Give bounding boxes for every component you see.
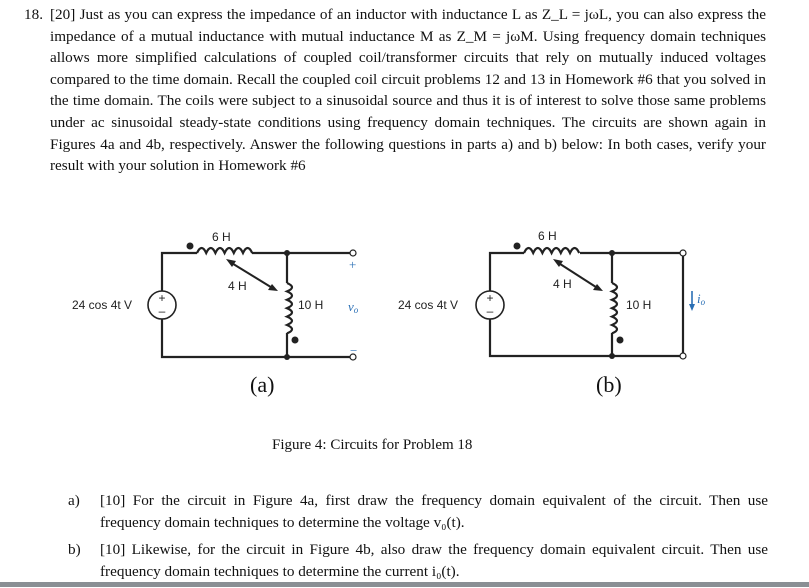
caption-b: (b) — [596, 372, 622, 397]
inductor-10h — [284, 281, 294, 335]
bottom-bar — [0, 582, 809, 587]
problem-number: 18. — [24, 6, 43, 23]
svg-text:−: − — [350, 343, 357, 358]
mutual-arrow — [556, 261, 600, 290]
voltage-source — [475, 290, 505, 320]
svg-text:+: + — [349, 257, 356, 272]
label-source: 24 cos 4t V — [72, 298, 132, 312]
mutual-arrow — [229, 261, 275, 290]
circuit-b — [475, 246, 693, 360]
label-10h: 10 H — [298, 298, 323, 312]
svg-text:4 H: 4 H — [553, 277, 572, 291]
inductor-6h — [523, 246, 581, 256]
problem-text: [20] Just as you can express the impedan… — [50, 6, 766, 175]
problem-statement: 18. [20] Just as you can express the imp… — [24, 4, 766, 177]
label-io: io — [697, 291, 706, 307]
circuit-a — [147, 246, 357, 361]
label-4h: 4 H — [228, 279, 247, 293]
svg-text:24 cos 4t V: 24 cos 4t V — [398, 298, 458, 312]
voltage-source — [147, 290, 177, 320]
svg-text:+: + — [158, 291, 165, 305]
part-b: b) [10] Likewise, for the circuit in Fig… — [68, 541, 768, 580]
svg-text:10 H: 10 H — [626, 298, 651, 312]
svg-text:–: – — [487, 304, 494, 318]
question-parts: a) [10] For the circuit in Figure 4a, fi… — [68, 490, 768, 588]
caption-a: (a) — [250, 372, 274, 397]
figure-caption: Figure 4: Circuits for Problem 18 — [272, 437, 473, 453]
label-vo: vo — [348, 299, 359, 315]
svg-text:–: – — [159, 304, 166, 318]
inductor-6h — [196, 246, 254, 256]
part-a: a) [10] For the circuit in Figure 4a, fi… — [68, 492, 768, 531]
label-6h: 6 H — [212, 230, 231, 244]
inductor-10h — [609, 281, 619, 335]
svg-text:+: + — [486, 291, 493, 305]
svg-text:6 H: 6 H — [538, 229, 557, 243]
